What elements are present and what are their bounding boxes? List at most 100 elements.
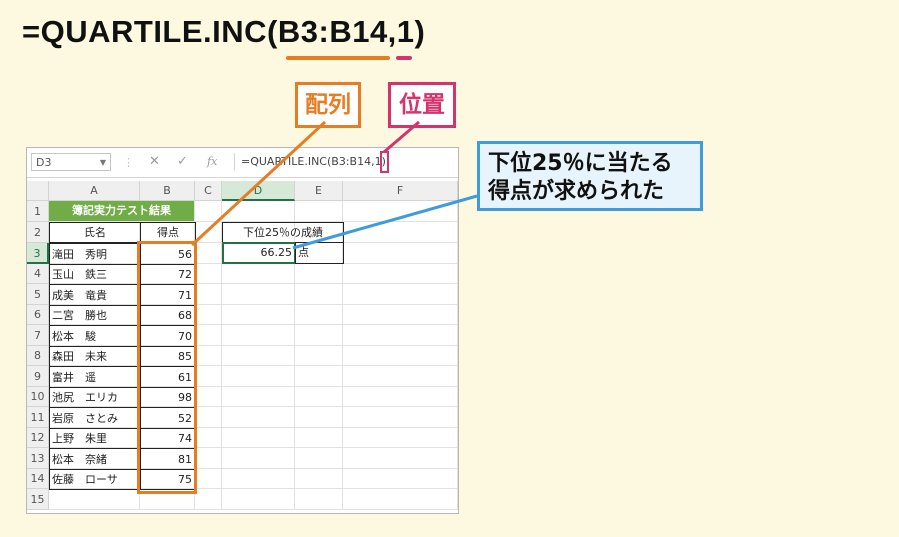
column-header-d[interactable]: D [222,181,295,201]
empty-cell[interactable] [222,407,295,428]
empty-cell[interactable] [343,469,458,489]
empty-cell[interactable] [222,346,295,366]
student-name-cell[interactable]: 松本 奈緒 [49,448,141,470]
empty-cell[interactable] [49,489,140,510]
empty-cell[interactable] [195,469,222,489]
empty-cell[interactable] [195,428,222,448]
row-header-11[interactable]: 11 [27,407,49,428]
header-score[interactable]: 得点 [140,222,196,243]
empty-cell[interactable] [343,366,458,387]
student-name-cell[interactable]: 滝田 秀明 [49,243,141,265]
formula-input[interactable]: =QUARTILE.INC(B3:B14,1) [234,153,458,171]
empty-cell[interactable] [195,222,222,243]
column-header-e[interactable]: E [295,181,343,201]
row-header-1[interactable]: 1 [27,201,49,222]
empty-cell[interactable] [295,428,343,448]
empty-cell[interactable] [222,201,295,222]
empty-cell[interactable] [343,407,458,428]
empty-cell[interactable] [195,264,222,284]
chevron-down-icon[interactable]: ▼ [99,158,106,167]
empty-cell[interactable] [295,346,343,366]
empty-cell[interactable] [343,428,458,448]
empty-cell[interactable] [222,284,295,305]
empty-cell[interactable] [195,407,222,428]
empty-cell[interactable] [295,325,343,346]
result-unit-cell[interactable]: 点 [295,242,344,264]
row-header-8[interactable]: 8 [27,346,49,366]
empty-cell[interactable] [195,243,222,264]
enter-check-icon[interactable]: ✓ [177,154,188,169]
student-name-cell[interactable]: 二宮 勝也 [49,305,141,326]
row-header-13[interactable]: 13 [27,448,49,469]
empty-cell[interactable] [222,264,295,284]
column-header-a[interactable]: A [49,181,140,201]
empty-cell[interactable] [343,448,458,469]
empty-cell[interactable] [343,346,458,366]
empty-cell[interactable] [295,264,343,284]
empty-cell[interactable] [222,325,295,346]
empty-cell[interactable] [195,284,222,305]
student-name-cell[interactable]: 岩原 さとみ [49,407,141,429]
student-name-cell[interactable]: 上野 朱里 [49,428,141,449]
empty-cell[interactable] [295,201,343,222]
empty-cell[interactable] [140,489,195,510]
select-all-corner[interactable] [27,181,49,201]
empty-cell[interactable] [222,489,295,510]
table-title[interactable]: 簿記実力テスト結果 [49,201,195,222]
empty-cell[interactable] [222,448,295,469]
empty-cell[interactable] [343,243,458,264]
row-header-6[interactable]: 6 [27,305,49,325]
student-name-cell[interactable]: 森田 未来 [49,346,141,367]
empty-cell[interactable] [295,387,343,407]
empty-cell[interactable] [195,448,222,469]
empty-cell[interactable] [343,284,458,305]
name-box[interactable]: D3▼ [31,153,111,171]
empty-cell[interactable] [295,448,343,469]
result-value-cell[interactable]: 66.25 [222,242,296,264]
empty-cell[interactable] [295,489,343,510]
empty-cell[interactable] [195,201,222,222]
empty-cell[interactable] [343,387,458,407]
empty-cell[interactable] [222,469,295,489]
empty-cell[interactable] [222,366,295,387]
column-header-c[interactable]: C [195,181,222,201]
empty-cell[interactable] [343,325,458,346]
student-name-cell[interactable]: 富井 遥 [49,366,141,388]
fx-icon[interactable]: fx [207,155,218,168]
empty-cell[interactable] [343,305,458,325]
row-header-3[interactable]: 3 [27,243,49,264]
student-name-cell[interactable]: 池尻 エリカ [49,387,141,408]
empty-cell[interactable] [195,366,222,387]
row-header-2[interactable]: 2 [27,222,49,243]
header-name[interactable]: 氏名 [49,222,141,243]
empty-cell[interactable] [222,387,295,407]
empty-cell[interactable] [222,428,295,448]
result-label-cell[interactable]: 下位25％の成績 [222,222,344,243]
empty-cell[interactable] [295,407,343,428]
empty-cell[interactable] [343,264,458,284]
student-name-cell[interactable]: 玉山 鉄三 [49,264,141,285]
student-name-cell[interactable]: 成美 竜貴 [49,284,141,306]
empty-cell[interactable] [295,366,343,387]
row-header-14[interactable]: 14 [27,469,49,489]
row-header-7[interactable]: 7 [27,325,49,346]
row-header-12[interactable]: 12 [27,428,49,448]
row-header-15[interactable]: 15 [27,489,49,510]
row-header-9[interactable]: 9 [27,366,49,387]
empty-cell[interactable] [343,222,458,243]
empty-cell[interactable] [295,284,343,305]
empty-cell[interactable] [222,305,295,325]
empty-cell[interactable] [195,325,222,346]
row-header-5[interactable]: 5 [27,284,49,305]
student-name-cell[interactable]: 松本 駿 [49,325,141,347]
empty-cell[interactable] [343,489,458,510]
column-header-f[interactable]: F [343,181,458,201]
column-header-b[interactable]: B [140,181,195,201]
empty-cell[interactable] [195,346,222,366]
row-header-4[interactable]: 4 [27,264,49,284]
row-header-10[interactable]: 10 [27,387,49,407]
empty-cell[interactable] [295,469,343,489]
empty-cell[interactable] [343,201,458,222]
empty-cell[interactable] [295,305,343,325]
cancel-icon[interactable]: ✕ [149,154,160,169]
